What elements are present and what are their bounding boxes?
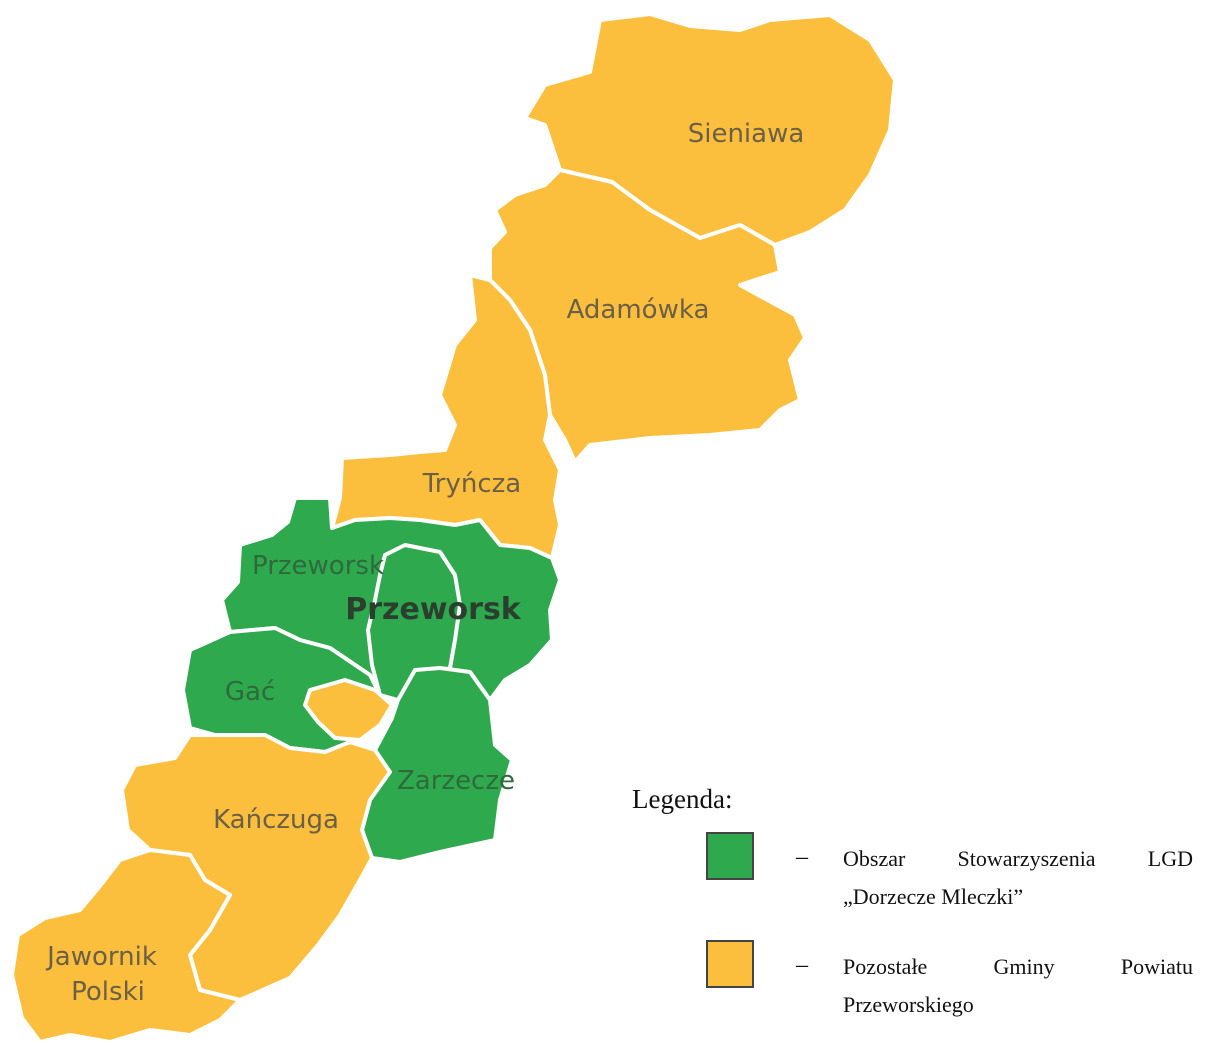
labels-layer: Sieniawa Adamówka Tryńcza Przeworsk Prze… [45,119,804,1007]
region-adamowka[interactable] [488,168,807,464]
legend-swatch-lgd [706,832,754,880]
legend-text-lgd-line2: „Dorzecze Mleczki” [843,884,1024,909]
legend-word: Obszar [843,846,906,871]
region-enclave[interactable] [303,678,394,742]
legend-text-lgd-line1: Obszar Stowarzyszenia LGD [843,840,1193,878]
legend-text-lgd: Obszar Stowarzyszenia LGD „Dorzecze Mlec… [843,840,1193,916]
legend-text-other-line1: Pozostałe Gminy Powiatu [843,948,1193,986]
label-przeworsk-gmina: Przeworsk [252,551,384,581]
legend-word: Stowarzyszenia [957,846,1096,871]
label-jawornik-line2: Polski [71,977,145,1007]
legend-word: Gminy [993,954,1055,979]
label-adamowka: Adamówka [567,295,710,325]
regions-layer [10,12,897,1044]
legend-text-other: Pozostałe Gminy Powiatu Przeworskiego [843,948,1193,1024]
legend-word: LGD [1147,846,1193,871]
legend-dash-other: – [796,952,808,978]
legend-word: Pozostałe [843,954,928,979]
legend-title: Legenda: [632,784,733,814]
legend-dash-lgd: – [796,844,808,870]
region-jawornik-polski[interactable] [10,848,242,1044]
label-zarzecze: Zarzecze [397,766,515,796]
label-tryncza: Tryńcza [422,469,522,499]
label-gac: Gać [225,677,275,707]
label-sieniawa: Sieniawa [688,119,805,149]
legend-swatch-other [706,940,754,988]
label-przeworsk-city: Przeworsk [345,592,522,627]
region-kanczuga[interactable] [120,733,392,1002]
label-kanczuga: Kańczuga [213,805,339,835]
region-sieniawa[interactable] [523,12,897,247]
legend-word: Powiatu [1120,954,1193,979]
legend-text-other-line2: Przeworskiego [843,992,974,1017]
region-zarzecze[interactable] [360,666,514,864]
label-jawornik-line1: Jawornik [45,942,157,972]
